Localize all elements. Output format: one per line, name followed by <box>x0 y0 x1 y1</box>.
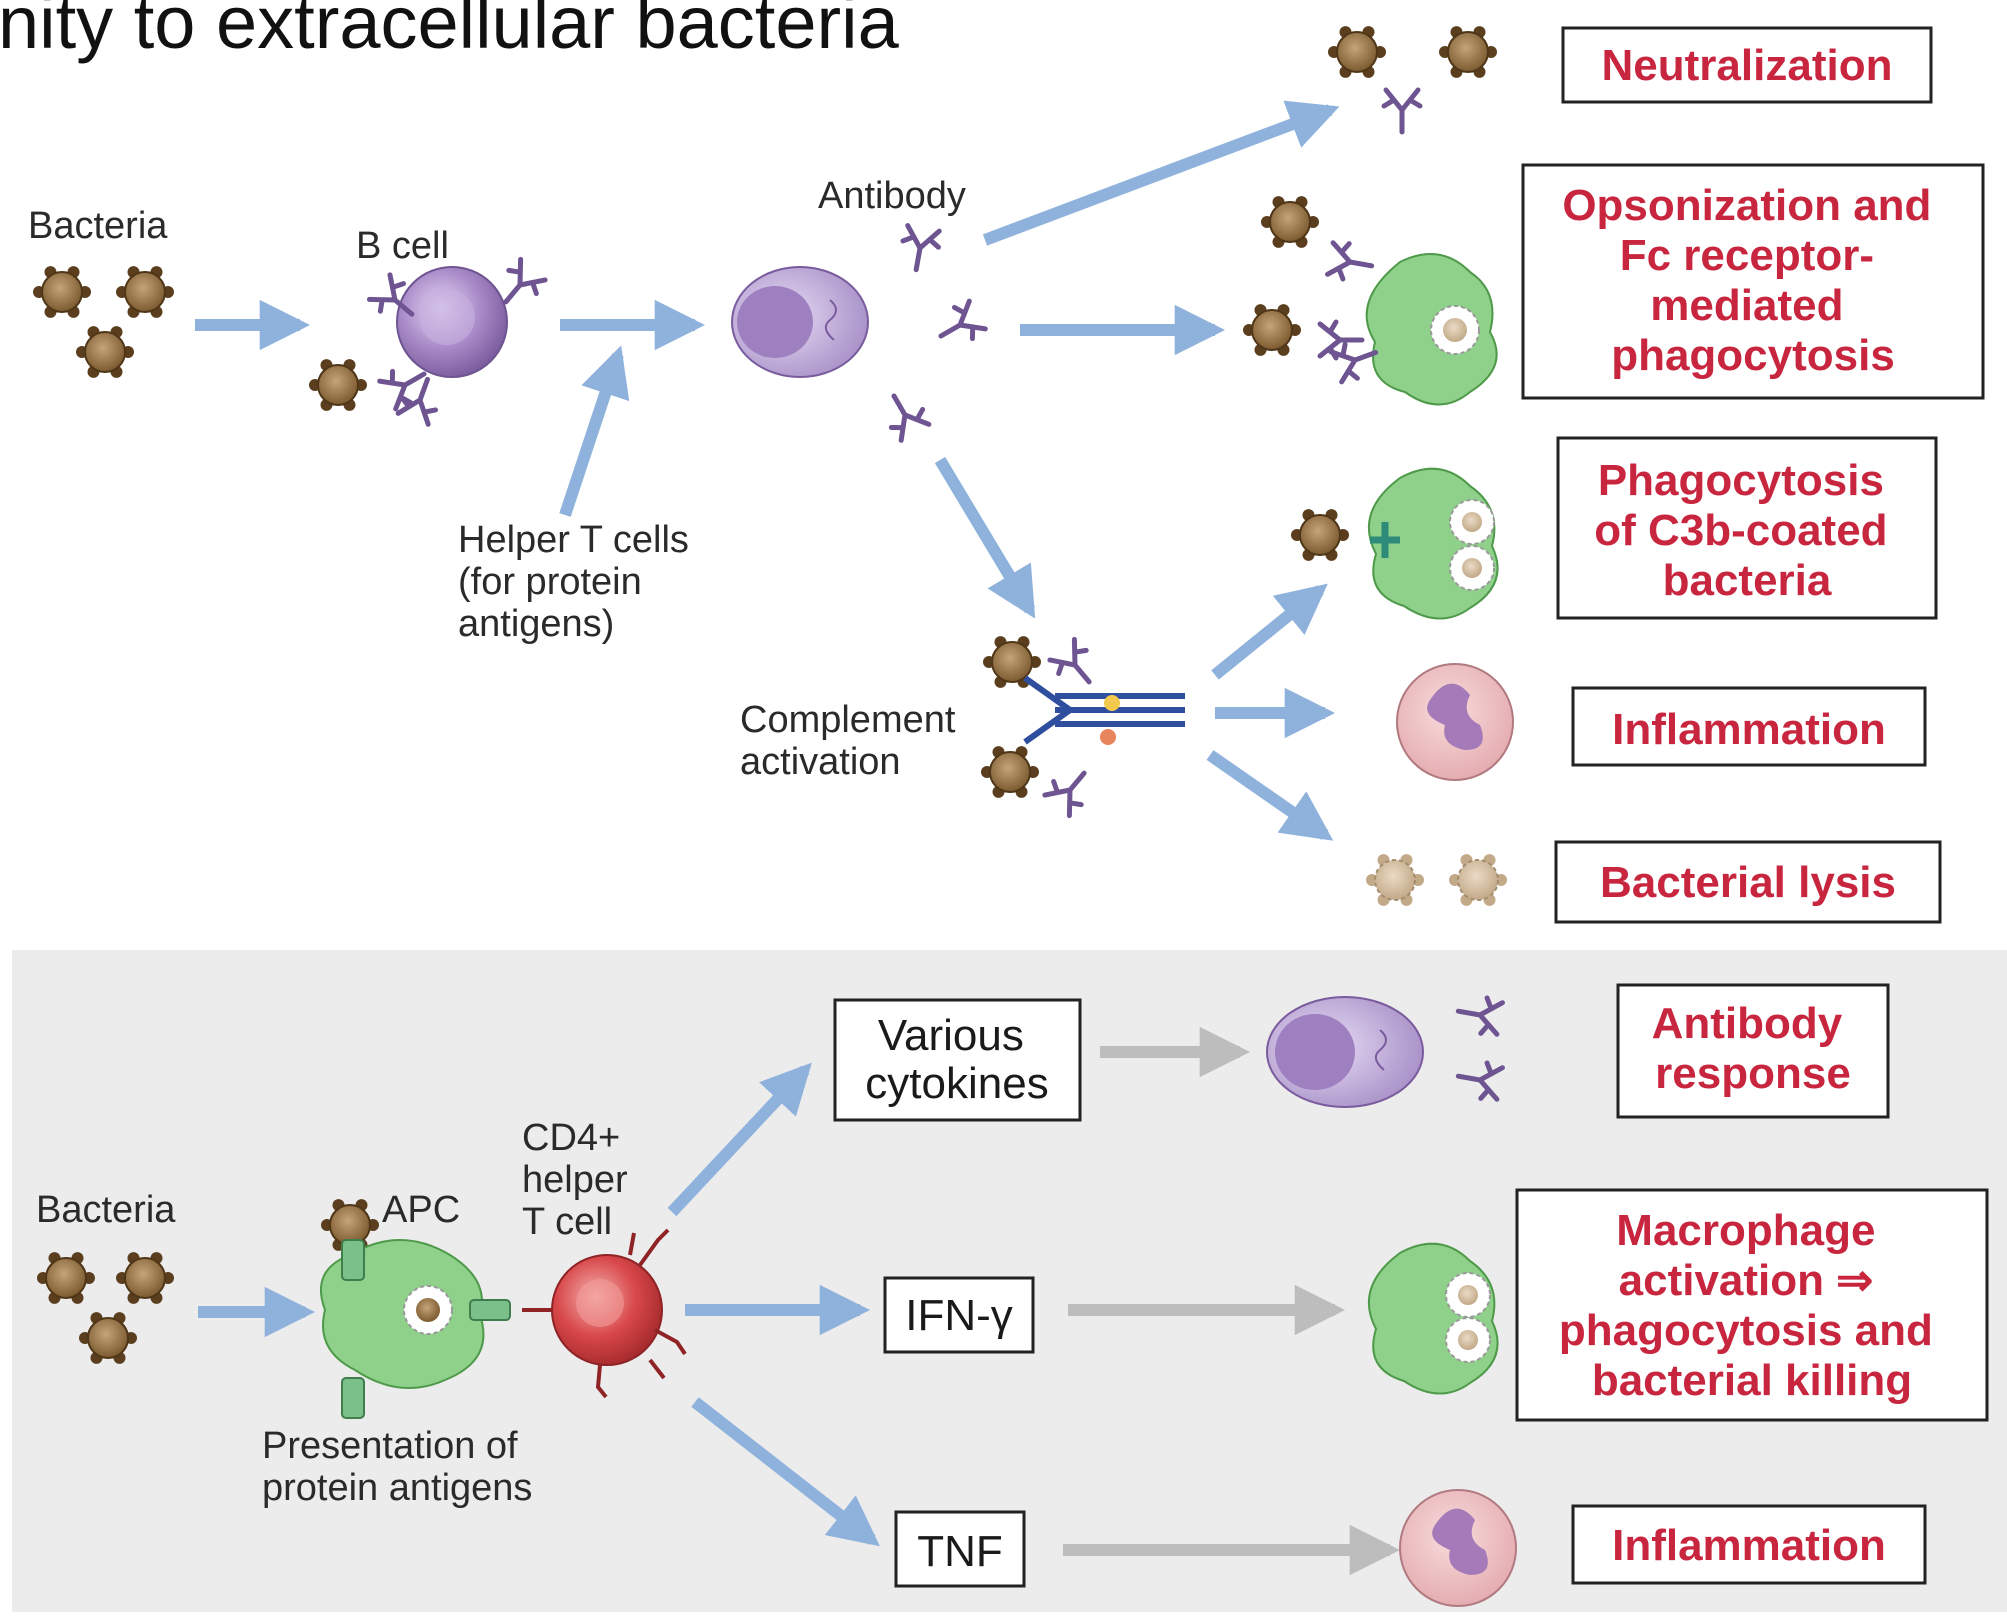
apc-label: APC <box>382 1189 460 1231</box>
antibody-icon <box>503 256 548 305</box>
neutrophil-cellular <box>1399 1489 1517 1607</box>
bacteria-clusters <box>33 26 1507 1364</box>
outcome-bacterial-lysis: Bacterial lysis <box>1554 840 1942 924</box>
outcome-neutralization: Neutralization <box>1561 26 1933 104</box>
bacterium <box>1439 26 1497 78</box>
bacterium <box>981 746 1039 798</box>
cytokine-tnf: TNF <box>894 1510 1026 1588</box>
outcome-macrophage-activation: Macrophage activation ⇒ phagocytosis and… <box>1515 1188 1989 1422</box>
outcome-opsonization: Opsonization and Fc receptor- mediated p… <box>1521 163 1985 400</box>
neutrophil-humoral <box>1396 663 1514 781</box>
svg-text:Various cytokines: Various cytokines <box>865 1011 1048 1108</box>
svg-text:Inflammation: Inflammation <box>1612 705 1886 754</box>
svg-text:IFN-γ: IFN-γ <box>905 1291 1013 1340</box>
antibody-icon <box>1455 995 1505 1037</box>
lysed-bacterium <box>1449 854 1507 906</box>
macrophage-opsonization <box>1365 253 1498 406</box>
bacterium <box>1291 509 1349 561</box>
helper-t-label: Helper T cells (for protein antigens) <box>458 519 699 645</box>
cytokine-various: Various cytokines <box>833 998 1082 1122</box>
bacterium <box>79 1312 137 1364</box>
cd4-label: CD4+ helper T cell <box>522 1117 638 1243</box>
antibody-icon <box>1325 240 1375 282</box>
antibody-icon <box>366 272 415 317</box>
outcome-inflammation-humoral: Inflammation <box>1571 686 1927 767</box>
antibody-icon <box>888 393 932 443</box>
plasma-cell-lower <box>1266 996 1424 1108</box>
bacterium <box>1261 196 1319 248</box>
bacteria-label-cellular: Bacteria <box>36 1189 176 1231</box>
complement-label: Complement activation <box>740 699 966 783</box>
lysed-bacterium <box>1366 854 1424 906</box>
svg-text:Antibody response: Antibody response <box>1652 999 1855 1098</box>
cd4-t-cell <box>522 1228 687 1399</box>
antibodies <box>366 87 1505 1102</box>
b-cell-label: B cell <box>356 225 449 267</box>
antibody-icon <box>900 223 942 273</box>
macrophage-c3b <box>1367 467 1499 620</box>
plasma-cell <box>731 266 869 378</box>
outcome-antibody-response: Antibody response <box>1616 983 1890 1119</box>
antibody-icon <box>1381 87 1423 135</box>
bacterium <box>1243 304 1301 356</box>
svg-text:TNF: TNF <box>917 1527 1003 1576</box>
svg-text:Opsonization and Fc rece: Opsonization and Fc receptor- mediated p… <box>1562 181 1943 380</box>
apc-cell <box>320 1239 511 1419</box>
bacteria-label-humoral: Bacteria <box>28 205 168 247</box>
antibody-icon <box>1047 636 1092 685</box>
svg-text:Macrophage activation ⇒: Macrophage activation ⇒ phagocytosis and… <box>1559 1206 1945 1405</box>
antibody-icon <box>1455 1060 1505 1102</box>
outcome-inflammation-cellular: Inflammation <box>1571 1504 1927 1585</box>
antibody-icon <box>1328 341 1379 385</box>
bacterium <box>116 266 174 318</box>
bacterium <box>76 326 134 378</box>
bacterium <box>37 1252 95 1304</box>
svg-text:Bacterial lysis: Bacterial lysis <box>1600 858 1896 907</box>
svg-text:Neutralization: Neutralization <box>1602 41 1893 90</box>
b-cell <box>396 266 508 378</box>
antibody-label: Antibody <box>818 175 966 217</box>
antibody-icon <box>1317 319 1365 361</box>
bacterium <box>1328 26 1386 78</box>
antibody-icon <box>1042 770 1087 819</box>
antibody-icon <box>938 298 988 342</box>
page-title: nity to extracellular bacteria <box>0 0 900 64</box>
complement-complex <box>1023 675 1185 745</box>
antibody-icon <box>395 376 439 427</box>
presentation-label: Presentation of protein antigens <box>262 1425 532 1509</box>
outcome-c3b-phagocytosis: Phagocytosis of C3b-coated bacteria <box>1556 436 1938 620</box>
cellular-arrows-blue <box>198 1062 880 1547</box>
bacterium <box>309 359 367 411</box>
svg-text:Phagocytosis of C3b-coat: Phagocytosis of C3b-coated bacteria <box>1594 456 1900 605</box>
macrophage-activated <box>1367 1242 1499 1395</box>
cytokine-ifn-gamma: IFN-γ <box>883 1276 1035 1354</box>
svg-text:Inflammation: Inflammation <box>1612 1521 1886 1570</box>
bacterium <box>116 1252 174 1304</box>
humoral-arrows <box>195 100 1340 841</box>
cellular-arrows-gray <box>1063 1026 1401 1576</box>
antibody-icon <box>377 368 427 412</box>
bacterium <box>33 266 91 318</box>
